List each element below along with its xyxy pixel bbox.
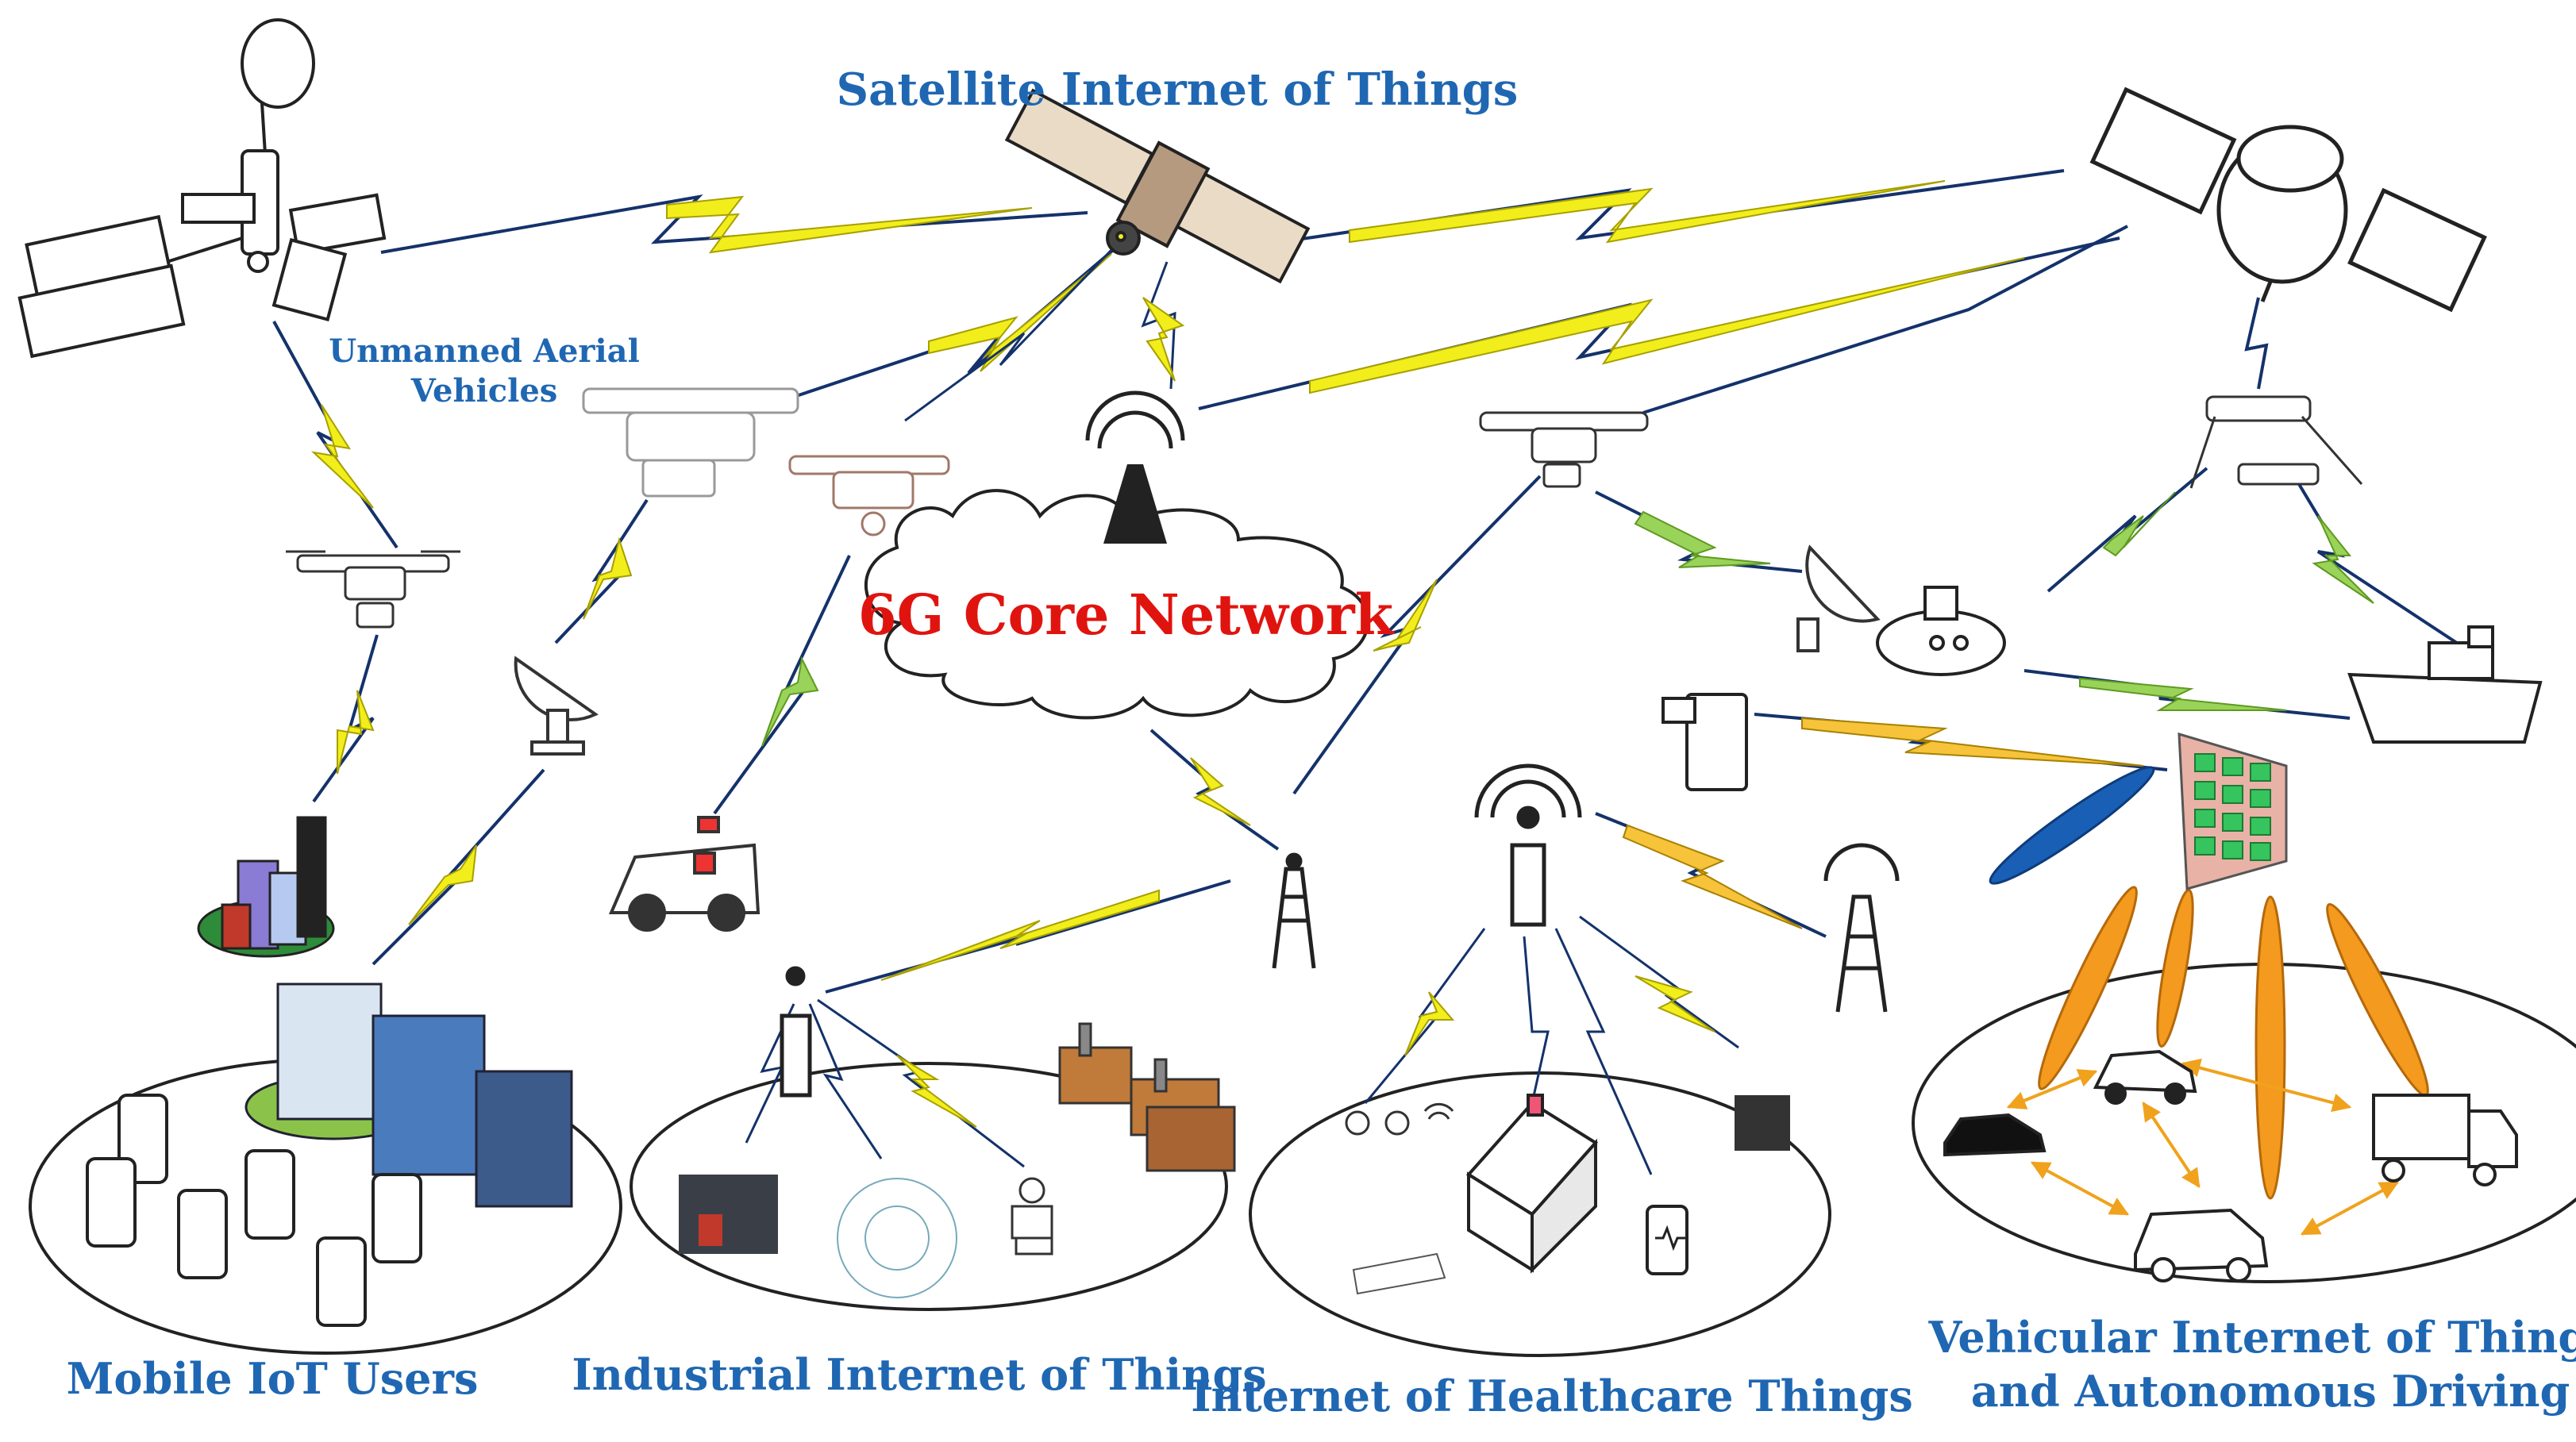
city-icon xyxy=(197,816,335,958)
vehicular-label-line1: Vehicular Internet of Things xyxy=(1928,1312,2576,1363)
uav-label-line2: Vehicles xyxy=(410,372,558,410)
center-satellite-icon xyxy=(1004,88,1311,284)
medical-device-icon xyxy=(1352,1252,1446,1295)
v2v-links xyxy=(2006,1058,2400,1236)
cell-tower-icon xyxy=(780,390,1900,1098)
satellite-iot-label: Satellite Internet of Things xyxy=(836,63,1519,116)
factory-photo-icon xyxy=(679,1175,778,1254)
core-cloud-icon xyxy=(864,489,1369,720)
sensor-icon xyxy=(1735,1095,1790,1151)
office-building-icon xyxy=(245,982,573,1208)
industrial-region xyxy=(630,1062,1228,1311)
wireless-links xyxy=(272,169,2470,1175)
uav-label: Unmanned Aerial Vehicles xyxy=(329,332,640,411)
robot-icon xyxy=(1011,1177,1053,1256)
submarine-icon xyxy=(1876,586,2006,676)
ship-icon xyxy=(2347,625,2543,744)
ambulance-icon xyxy=(608,816,760,932)
mobile-users-label: Mobile IoT Users xyxy=(66,1353,479,1404)
house-icon xyxy=(1465,1094,1599,1274)
mobile-phone-icon xyxy=(86,1094,422,1327)
industrial-label: Industrial Internet of Things xyxy=(572,1349,1267,1400)
satellite-dish-icon xyxy=(514,544,1881,756)
core-network-label: 6G Core Network xyxy=(857,582,1394,648)
healthcare-label: Internet of Healthcare Things xyxy=(1191,1371,1913,1421)
suv-icon xyxy=(2134,1208,2269,1282)
irs-beams xyxy=(1989,766,2429,1200)
space-station-icon xyxy=(17,18,387,359)
truck-icon xyxy=(2372,1094,2518,1186)
iot-network-icon xyxy=(837,1178,957,1298)
smartphone-icon xyxy=(1646,1205,1688,1275)
healthcare-region xyxy=(1249,1071,1831,1357)
wearable-icon xyxy=(1345,1102,1454,1136)
factory-icon xyxy=(1058,1022,1236,1172)
drone-icon xyxy=(286,387,2363,629)
vehicular-label: Vehicular Internet of Things and Autonom… xyxy=(1928,1311,2576,1418)
uav-label-line1: Unmanned Aerial xyxy=(329,333,640,370)
vehicular-label-line2: and Autonomous Driving xyxy=(1970,1365,2570,1417)
right-satellite-icon xyxy=(2089,87,2487,313)
car-icon xyxy=(1943,1049,2197,1157)
irs-panel-icon xyxy=(2177,732,2288,890)
switch-icon xyxy=(1662,693,1748,791)
